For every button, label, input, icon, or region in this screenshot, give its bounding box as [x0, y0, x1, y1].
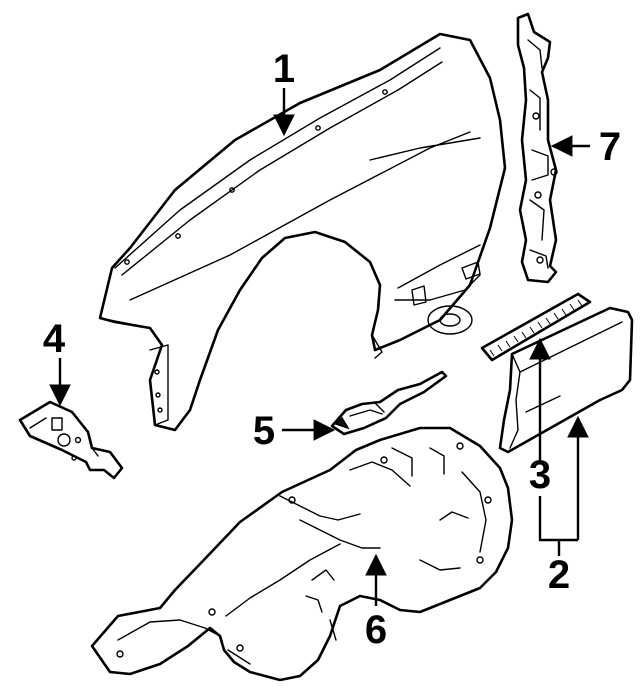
callout-label-4: 4: [43, 317, 66, 361]
callout-label-3: 3: [529, 453, 551, 497]
liner-part-6: [90, 426, 514, 682]
callout-label-7: 7: [599, 125, 621, 169]
panel-part-2: [498, 306, 634, 454]
fender-part-1: [98, 32, 507, 432]
leader-bracket-2-3: [538, 496, 578, 542]
weatherstrip-part-3: [480, 292, 592, 362]
callout-label-5: 5: [253, 409, 275, 453]
seal-part-5: [330, 370, 448, 436]
callout-label-6: 6: [365, 608, 387, 652]
bracket-part-4: [18, 400, 124, 480]
callout-label-2: 2: [548, 553, 570, 597]
callout-label-1: 1: [273, 47, 295, 91]
bracket-part-7: [516, 12, 558, 284]
